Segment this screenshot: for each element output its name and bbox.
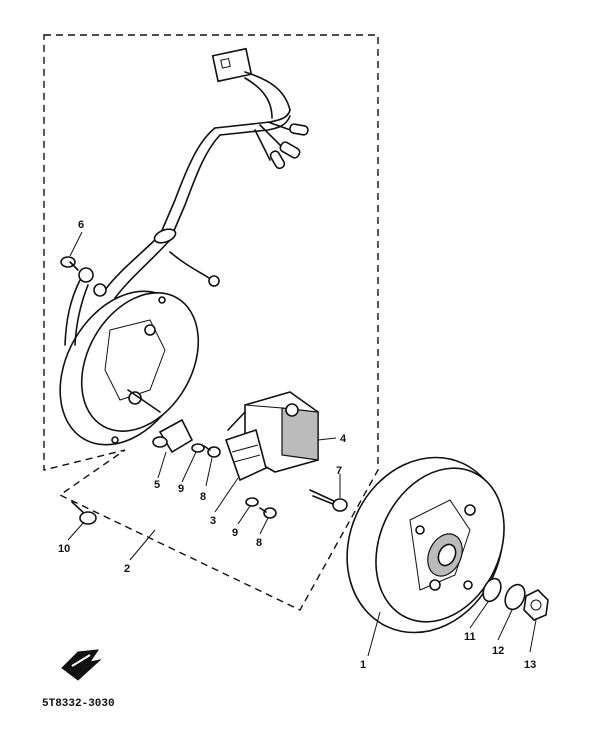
figure-code: 5T8332-3030: [42, 698, 115, 710]
label-part-12: 12: [492, 645, 504, 657]
wire-harness: [104, 47, 309, 299]
label-part-8a: 8: [200, 491, 206, 503]
leader-lines: [67, 231, 537, 657]
contact-breaker-5: [152, 418, 194, 454]
label-part-9b: 9: [232, 527, 238, 539]
label-part-10: 10: [58, 543, 70, 555]
woodruff-key-11: [482, 577, 502, 603]
label-part-7: 7: [336, 465, 342, 477]
screw-upper-6: [60, 256, 79, 271]
screw-b-8: [259, 507, 277, 519]
washer-a-9: [191, 443, 205, 453]
assembly-boundary: [43, 34, 379, 611]
pickup-coil-3: [224, 428, 267, 482]
label-part-8b: 8: [256, 537, 262, 549]
bolt-7: [309, 489, 348, 512]
screw-a-8: [203, 445, 221, 458]
label-part-11: 11: [464, 631, 476, 643]
flywheel-1: [346, 456, 505, 634]
washer-b-9: [245, 497, 259, 507]
label-part-2: 2: [124, 563, 130, 575]
label-part-4: 4: [340, 433, 347, 445]
label-part-9a: 9: [178, 483, 184, 495]
harness-connector: [211, 47, 253, 83]
label-part-3: 3: [210, 515, 216, 527]
label-part-13: 13: [524, 659, 536, 671]
label-part-5: 5: [154, 479, 160, 491]
front-arrow-icon: [61, 649, 102, 681]
lock-washer-12: [504, 583, 526, 611]
stator-plate: [59, 267, 200, 446]
source-coil-4: [227, 391, 319, 473]
screw-lower-10: [71, 501, 97, 525]
label-part-1: 1: [360, 659, 366, 671]
nut-13: [523, 589, 549, 621]
label-part-6: 6: [78, 219, 84, 231]
